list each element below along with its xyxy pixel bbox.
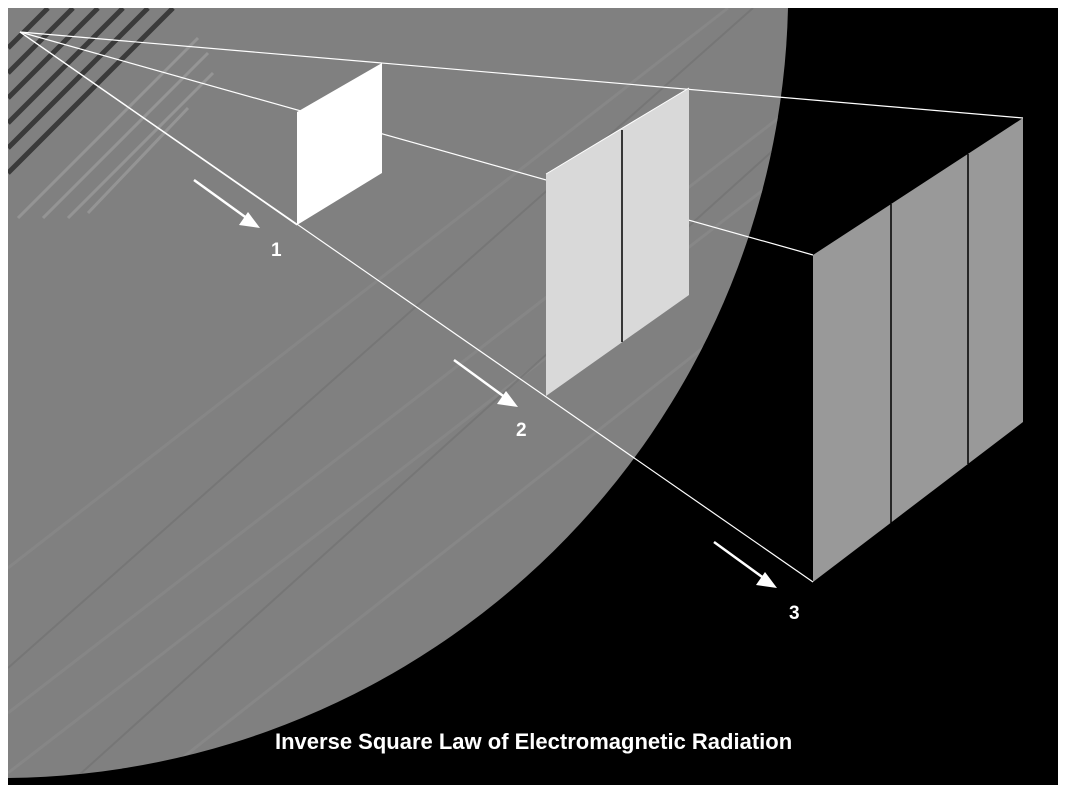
marker-label-3: 3 — [789, 603, 800, 624]
arrow-1-icon — [193, 178, 260, 228]
direction-arrows — [193, 178, 777, 588]
diagram-slide: 1 2 3 Inverse Square Law of Electromagne… — [8, 8, 1058, 785]
inverse-square-law-diagram: 1 2 3 Inverse Square Law of Electromagne… — [8, 8, 1024, 778]
plane-2 — [545, 87, 690, 396]
radiation-rays-front — [19, 31, 298, 226]
diagram-title: Inverse Square Law of Electromagnetic Ra… — [275, 729, 792, 754]
marker-label-2: 2 — [516, 420, 527, 441]
marker-label-1: 1 — [271, 240, 282, 261]
arrow-2-icon — [453, 358, 518, 407]
plane-3 — [813, 118, 1023, 582]
corner-hatching — [8, 8, 175, 175]
arrow-3-icon — [713, 540, 777, 588]
plane-1 — [297, 63, 382, 225]
